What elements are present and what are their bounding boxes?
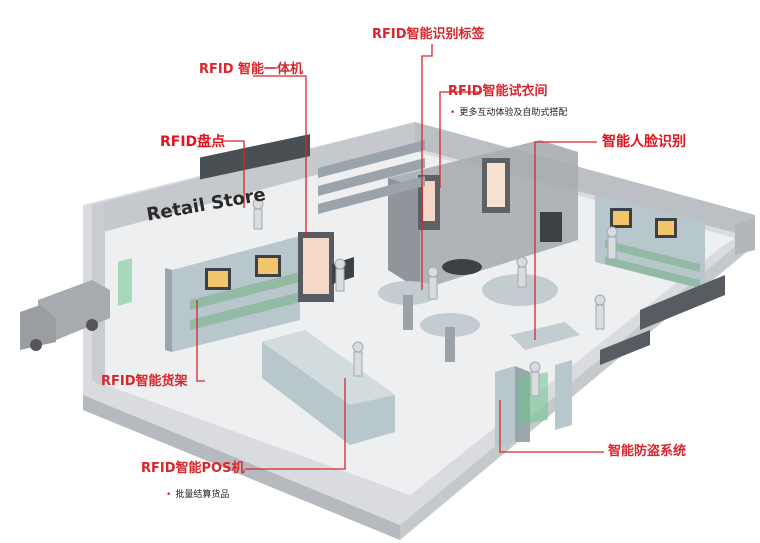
entrance-sensor xyxy=(118,258,132,306)
label-anti-theft: 智能防盗系统 xyxy=(608,444,687,459)
label-fitting-room: RFID智能试衣间 xyxy=(448,84,548,99)
label-inventory: RFID盘点 xyxy=(160,134,226,150)
callout-lines xyxy=(196,44,604,470)
note-pos: •批量结算货品 xyxy=(166,491,229,500)
note-fitting-room-text: 更多互动体验及自助式搭配 xyxy=(459,108,568,118)
note-fitting-room: •更多互动体验及自助式搭配 xyxy=(450,109,567,118)
back-shelving xyxy=(200,134,425,214)
right-shelf-unit xyxy=(595,195,725,365)
smart-shelf-unit xyxy=(165,236,300,352)
label-rfid-kiosk: RFID 智能一体机 xyxy=(199,62,304,77)
kiosk xyxy=(298,232,334,302)
bullet-icon: • xyxy=(450,108,456,118)
fitting-room-block xyxy=(388,140,578,290)
display-tables xyxy=(378,259,558,362)
note-pos-text: 批量结算货品 xyxy=(175,490,230,500)
label-smart-shelf: RFID智能货架 xyxy=(101,374,188,389)
anti-theft-gate xyxy=(495,322,580,448)
delivery-truck xyxy=(20,280,110,351)
label-face-recognition: 智能人脸识别 xyxy=(602,134,686,150)
label-pos: RFID智能POS机 xyxy=(141,461,245,476)
people-figures xyxy=(252,198,618,397)
bullet-icon: • xyxy=(166,490,172,500)
label-rfid-tag: RFID智能识别标签 xyxy=(372,27,485,42)
